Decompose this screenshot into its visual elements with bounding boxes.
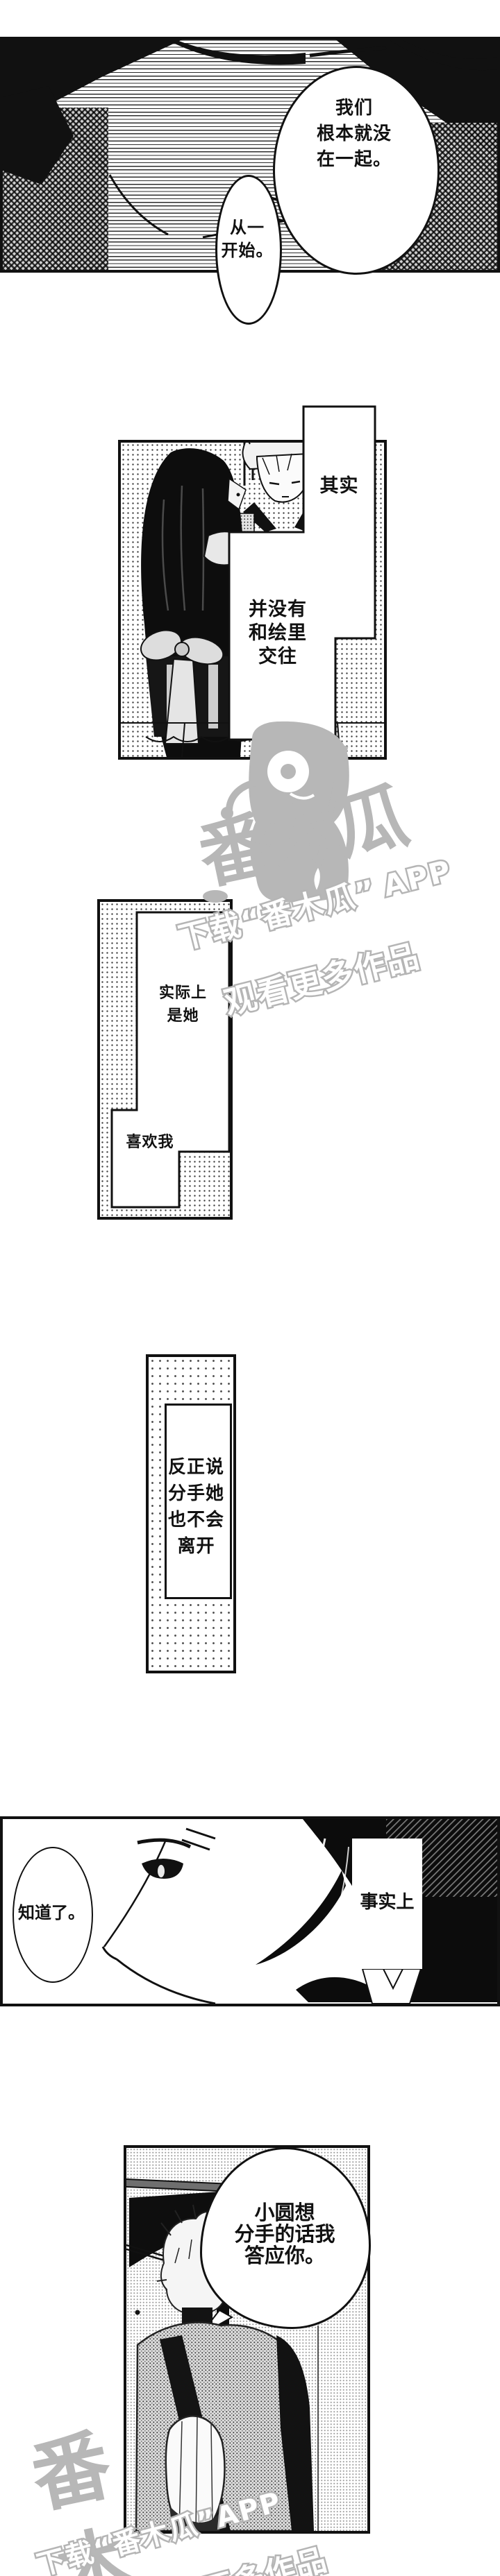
watermark-brand-big: 番木瓜 bbox=[192, 773, 416, 900]
herringbone-shoulder-left bbox=[3, 108, 108, 270]
caption-bottom-panel3: 喜欢我 bbox=[126, 1134, 174, 1151]
bubble-line: 分手的话我 bbox=[234, 2222, 335, 2246]
speech-bubble-panel5-text: 知道了。 bbox=[18, 1903, 85, 1922]
bubble-line: 从一 bbox=[230, 218, 265, 237]
caption-line: 实际上 bbox=[158, 984, 207, 1002]
watermark-bottom-more-line: 观看更多作品 bbox=[138, 2542, 332, 2576]
caption-main-panel3: 实际上 是她 bbox=[137, 982, 229, 1027]
speech-bubble-tail-text: 从一 开始。 bbox=[217, 216, 278, 262]
bubble-line: 开始。 bbox=[221, 241, 274, 260]
watermark-bottom-brand-char1: 番 bbox=[24, 2420, 119, 2524]
caption-line: 交往 bbox=[258, 646, 297, 667]
caption-main-panel4: 反正说 分手她 也不会 离开 bbox=[167, 1454, 226, 1560]
caption-line: 分手她 bbox=[167, 1483, 224, 1504]
speech-bubble-panel6-text: 小圆想 分手的话我 答应你。 bbox=[208, 2202, 361, 2267]
panel-3 bbox=[97, 899, 233, 1220]
caption-main-panel2: 并没有 和绘里 交往 bbox=[229, 598, 326, 669]
bubble-line: 小圆想 bbox=[254, 2201, 315, 2224]
bubble-line: 在一起。 bbox=[316, 149, 392, 170]
watermark-app-suffix: APP bbox=[380, 853, 456, 903]
speech-bubble-main-text: 我们 根本就没 在一起。 bbox=[278, 96, 431, 173]
caption-line: 反正说 bbox=[167, 1457, 224, 1478]
caption-box-panel4 bbox=[165, 1404, 232, 1599]
speech-bubble-panel5 bbox=[12, 1847, 93, 1983]
caption-line: 离开 bbox=[177, 1536, 215, 1557]
caption-panel5: 事实上 bbox=[360, 1892, 415, 1913]
caption-top-panel2: 其实 bbox=[319, 475, 359, 497]
caption-line: 和绘里 bbox=[249, 622, 307, 644]
watermark-more-line: 观看更多作品 bbox=[221, 937, 424, 1022]
bubble-line: 根本就没 bbox=[316, 123, 392, 144]
caption-line: 并没有 bbox=[249, 599, 307, 620]
bubble-line: 我们 bbox=[335, 98, 373, 119]
caption-line: 也不会 bbox=[167, 1510, 224, 1530]
caption-line: 是她 bbox=[167, 1007, 199, 1025]
bubble-line: 答应你。 bbox=[244, 2244, 325, 2267]
